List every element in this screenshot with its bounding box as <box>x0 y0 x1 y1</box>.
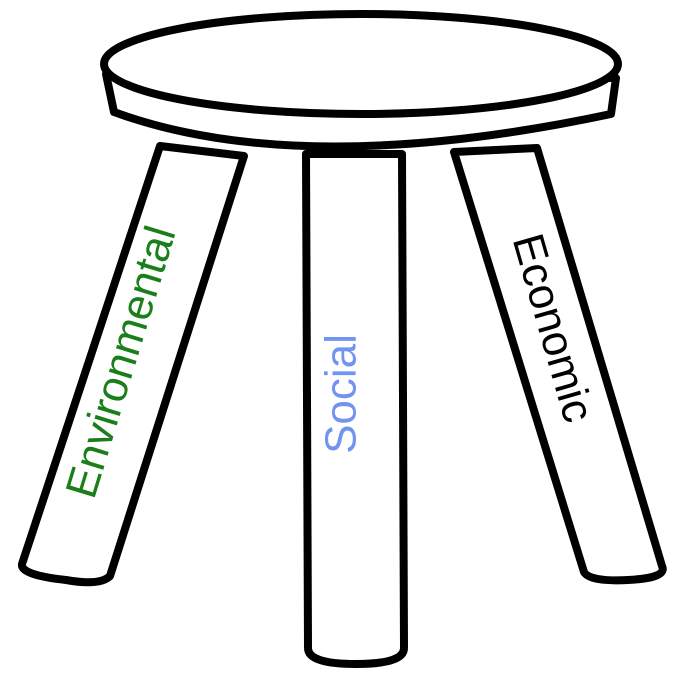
leg-social: Social <box>306 154 404 664</box>
leg-economic: Economic <box>454 148 663 580</box>
stool-seat <box>104 14 618 147</box>
leg-social-label: Social <box>317 334 366 454</box>
leg-environmental: Environmental <box>22 146 244 582</box>
seat-top <box>104 14 618 114</box>
